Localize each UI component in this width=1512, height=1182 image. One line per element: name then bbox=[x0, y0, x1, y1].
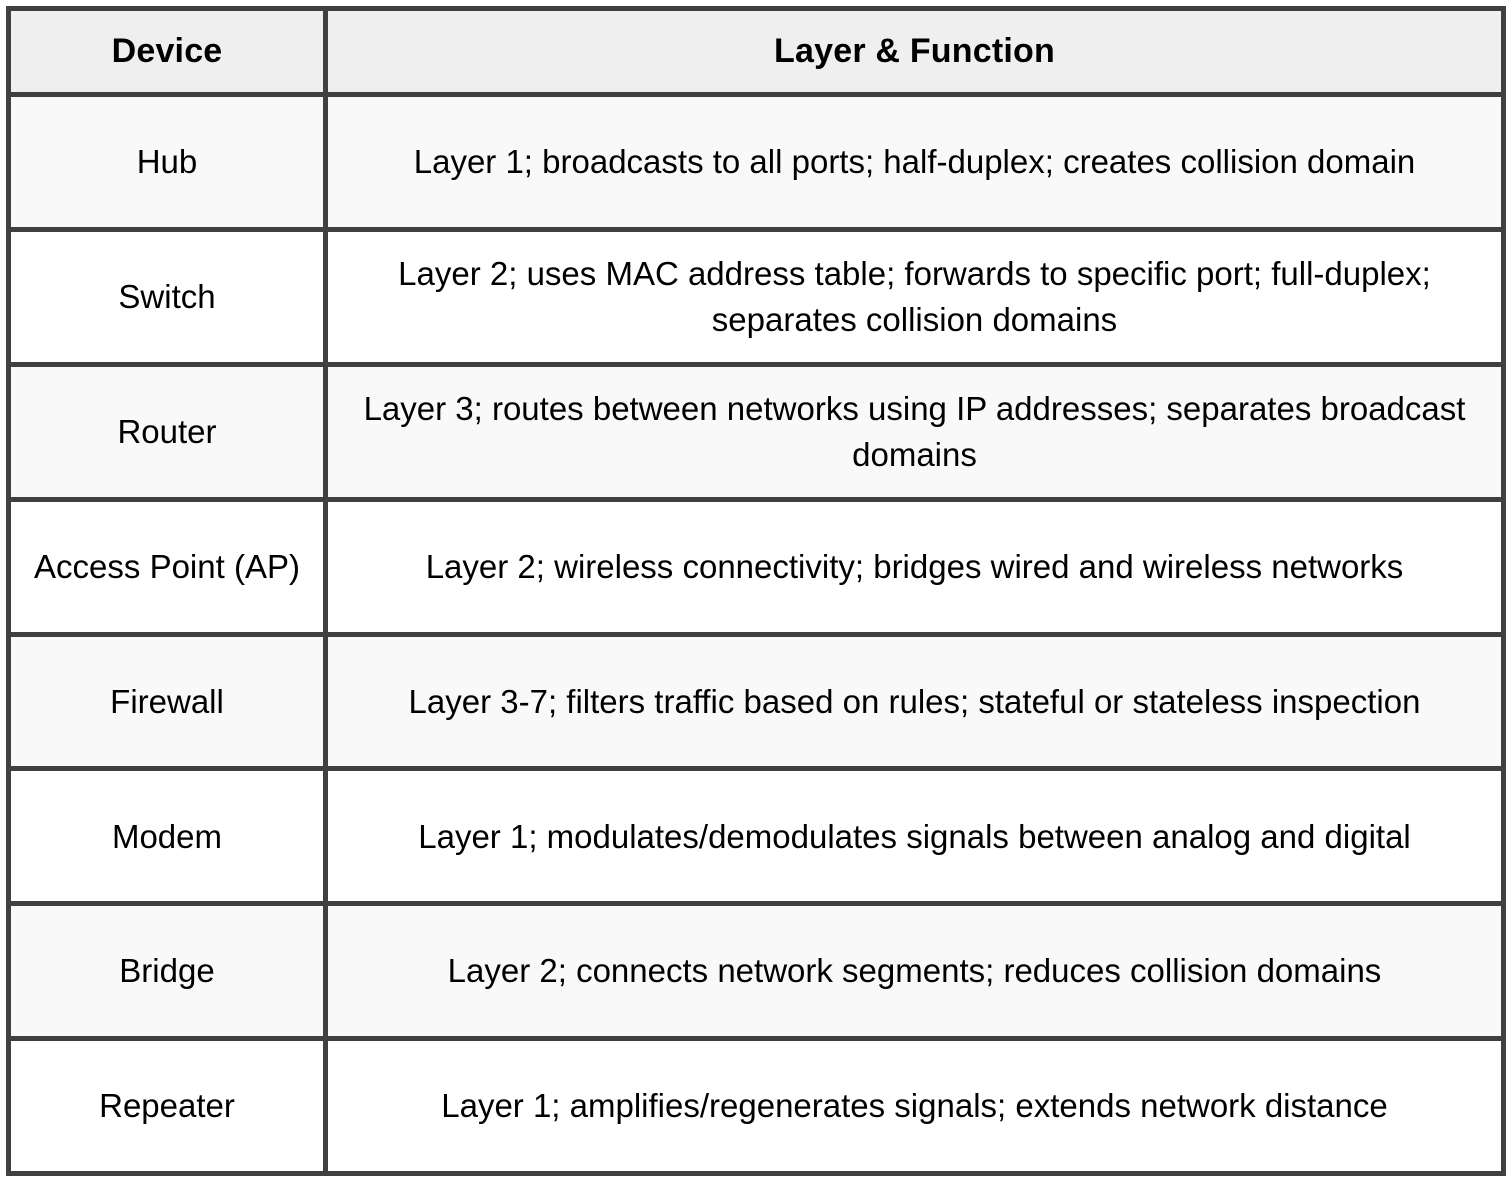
device-cell: Repeater bbox=[6, 1036, 328, 1176]
header-row: Device Layer & Function bbox=[6, 6, 1506, 97]
function-cell: Layer 2; uses MAC address table; forward… bbox=[323, 226, 1506, 367]
table-header: Device Layer & Function bbox=[6, 6, 1506, 97]
function-cell: Layer 1; modulates/demodulates signals b… bbox=[323, 766, 1506, 907]
function-cell: Layer 1; amplifies/regenerates signals; … bbox=[323, 1036, 1506, 1176]
header-device: Device bbox=[6, 6, 328, 97]
table-row: Firewall Layer 3-7; filters traffic base… bbox=[6, 631, 1506, 772]
function-cell: Layer 3-7; filters traffic based on rule… bbox=[323, 631, 1506, 772]
function-cell: Layer 2; wireless connectivity; bridges … bbox=[323, 496, 1506, 637]
function-cell: Layer 3; routes between networks using I… bbox=[323, 361, 1506, 502]
table-body: Hub Layer 1; broadcasts to all ports; ha… bbox=[6, 92, 1506, 1176]
network-devices-table: Device Layer & Function Hub Layer 1; bro… bbox=[6, 6, 1506, 1176]
header-layer-function: Layer & Function bbox=[323, 6, 1506, 97]
table-row: Router Layer 3; routes between networks … bbox=[6, 361, 1506, 502]
table-row: Hub Layer 1; broadcasts to all ports; ha… bbox=[6, 92, 1506, 232]
device-cell: Bridge bbox=[6, 901, 328, 1042]
device-cell: Hub bbox=[6, 92, 328, 232]
table-row: Repeater Layer 1; amplifies/regenerates … bbox=[6, 1036, 1506, 1176]
device-cell: Firewall bbox=[6, 631, 328, 772]
function-cell: Layer 1; broadcasts to all ports; half-d… bbox=[323, 92, 1506, 232]
device-cell: Modem bbox=[6, 766, 328, 907]
table-row: Modem Layer 1; modulates/demodulates sig… bbox=[6, 766, 1506, 907]
table-row: Access Point (AP) Layer 2; wireless conn… bbox=[6, 496, 1506, 637]
function-cell: Layer 2; connects network segments; redu… bbox=[323, 901, 1506, 1042]
device-cell: Switch bbox=[6, 226, 328, 367]
table-row: Switch Layer 2; uses MAC address table; … bbox=[6, 226, 1506, 367]
table-row: Bridge Layer 2; connects network segment… bbox=[6, 901, 1506, 1042]
device-cell: Access Point (AP) bbox=[6, 496, 328, 637]
device-cell: Router bbox=[6, 361, 328, 502]
